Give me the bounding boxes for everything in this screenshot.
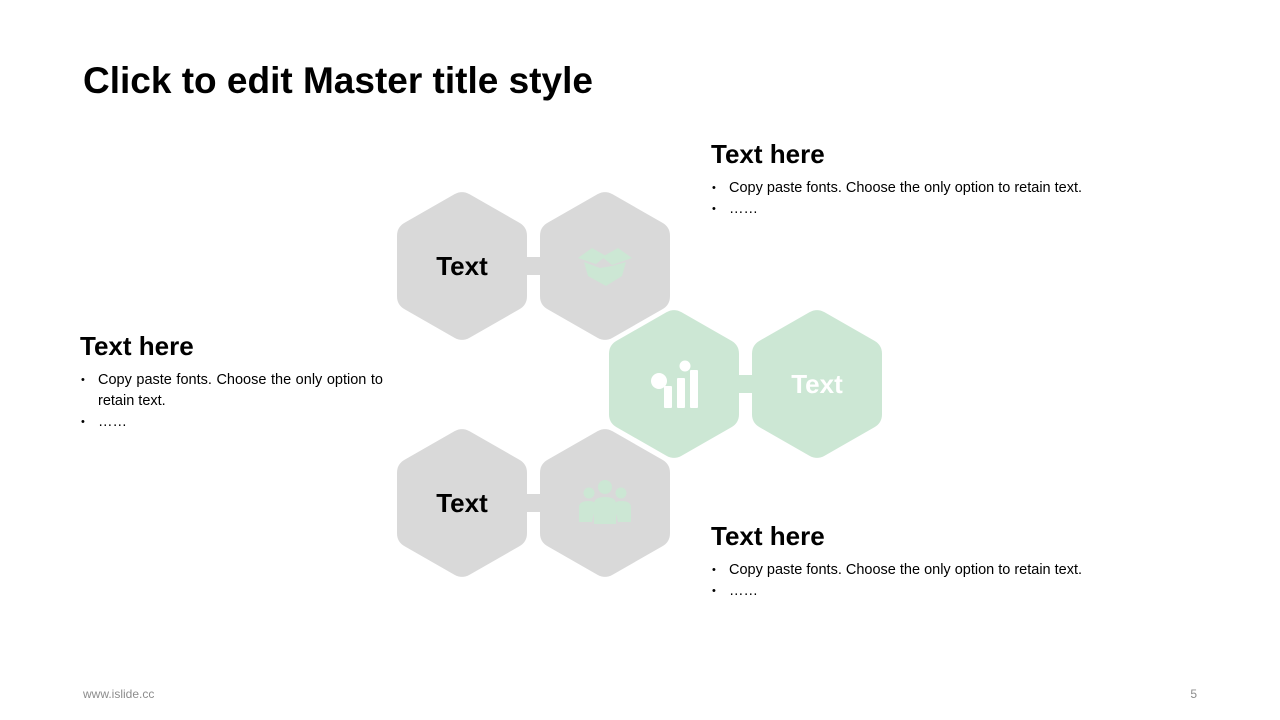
hex-top-left-shape xyxy=(397,192,527,340)
handshake-icon xyxy=(578,248,632,286)
hex-middle-right-label: Text xyxy=(791,369,843,399)
bullet-item[interactable]: Copy paste fonts. Choose the only option… xyxy=(711,178,1131,199)
text-block-bottom-heading[interactable]: Text here xyxy=(711,521,825,551)
hex-top-right-shape xyxy=(540,192,670,340)
hex-top-right[interactable] xyxy=(540,192,670,340)
text-block-top-heading[interactable]: Text here xyxy=(711,139,825,169)
team-people-icon xyxy=(579,480,631,524)
bullet-item[interactable]: …… xyxy=(80,412,383,433)
text-block-top: Text here Copy paste fonts. Choose the o… xyxy=(711,138,1131,220)
text-block-left-heading[interactable]: Text here xyxy=(80,331,194,361)
hex-top-left[interactable]: Text xyxy=(397,192,527,340)
hex-middle-right[interactable]: Text xyxy=(752,310,882,458)
hex-middle-left-shape xyxy=(609,310,739,458)
footer-url: www.islide.cc xyxy=(83,687,155,701)
hex-top-left-label: Text xyxy=(436,251,488,281)
text-block-top-bullets: Copy paste fonts. Choose the only option… xyxy=(711,178,1131,220)
hex-bottom-left-shape xyxy=(397,429,527,577)
text-block-left: Text here Copy paste fonts. Choose the o… xyxy=(80,330,383,433)
hex-bottom-left[interactable]: Text xyxy=(397,429,527,577)
bullet-item[interactable]: Copy paste fonts. Choose the only option… xyxy=(711,560,1131,581)
hex-middle-left[interactable] xyxy=(609,310,739,458)
hex-middle-right-shape xyxy=(752,310,882,458)
text-block-left-bullets: Copy paste fonts. Choose the only option… xyxy=(80,370,383,433)
hex-bottom-left-label: Text xyxy=(436,488,488,518)
bullet-item[interactable]: …… xyxy=(711,199,1131,220)
page-number: 5 xyxy=(1190,687,1197,701)
text-block-bottom: Text here Copy paste fonts. Choose the o… xyxy=(711,520,1131,602)
slide-title[interactable]: Click to edit Master title style xyxy=(83,60,593,101)
bullet-item[interactable]: …… xyxy=(711,581,1131,602)
hex-bottom-right[interactable] xyxy=(540,429,670,577)
bullet-item[interactable]: Copy paste fonts. Choose the only option… xyxy=(80,370,383,412)
growth-chart-gears-icon xyxy=(651,360,698,408)
text-block-bottom-bullets: Copy paste fonts. Choose the only option… xyxy=(711,560,1131,602)
